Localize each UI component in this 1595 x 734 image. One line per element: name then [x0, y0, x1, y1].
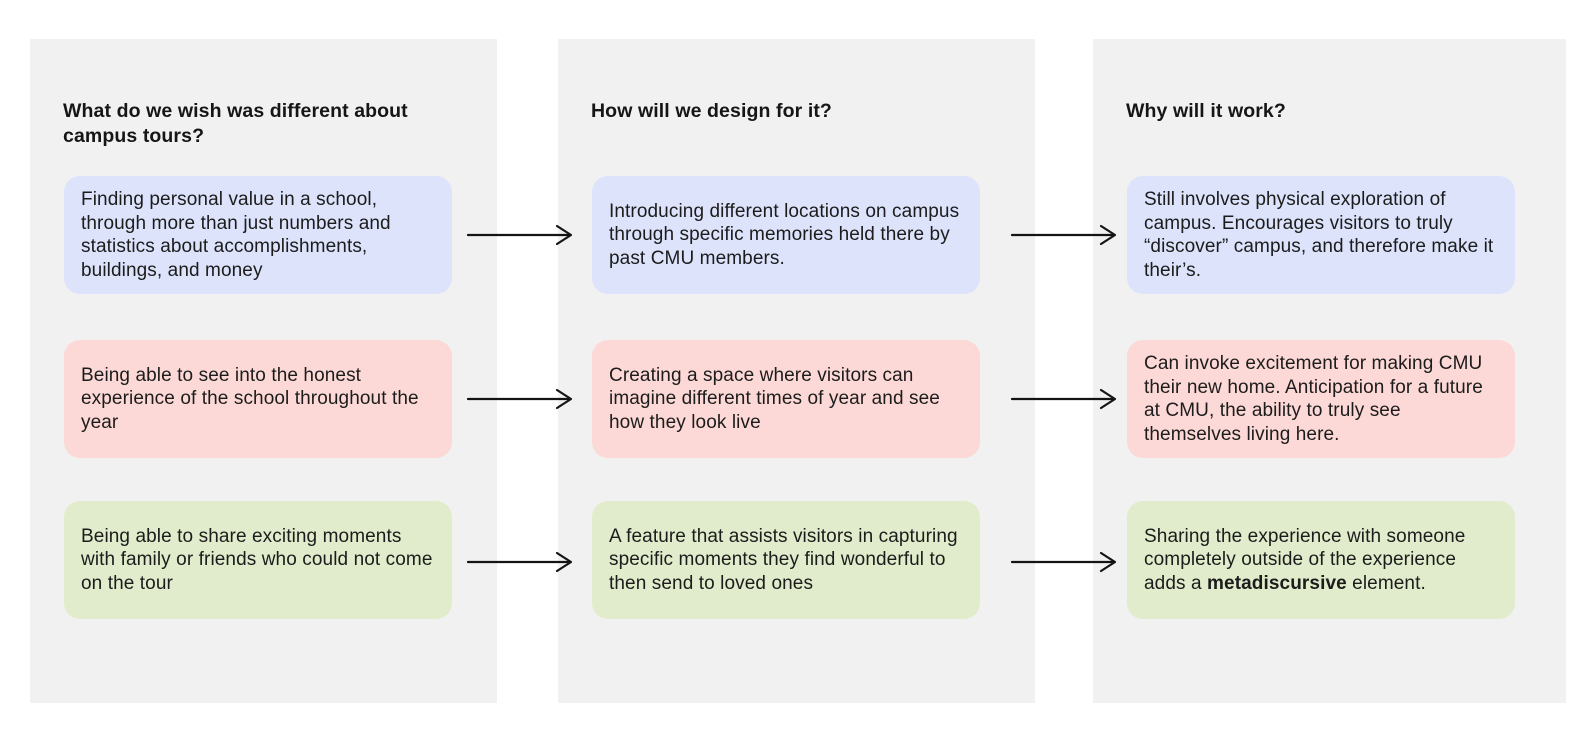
column-header-rationale: Why will it work?: [1126, 100, 1286, 123]
sticky-note-green[interactable]: Being able to share exciting moments wit…: [64, 501, 452, 619]
arrow-right-icon: [466, 551, 573, 573]
sticky-note-text: Being able to see into the honest experi…: [81, 364, 419, 433]
arrow-right-icon: [1010, 388, 1117, 410]
sticky-note-blue[interactable]: Still involves physical exploration of c…: [1127, 176, 1515, 294]
sticky-note-pink[interactable]: Creating a space where visitors can imag…: [592, 340, 980, 458]
column-design: How will we design for it? Introducing d…: [558, 39, 1035, 703]
sticky-note-text: A feature that assists visitors in captu…: [609, 525, 958, 594]
sticky-note-green[interactable]: Sharing the experience with someone comp…: [1127, 501, 1515, 619]
arrow-right-icon: [1010, 551, 1117, 573]
sticky-note-green[interactable]: A feature that assists visitors in captu…: [592, 501, 980, 619]
column-header-design: How will we design for it?: [591, 100, 832, 123]
sticky-note-text: Introducing different locations on campu…: [609, 200, 960, 269]
sticky-note-text: Still involves physical exploration of c…: [1144, 189, 1494, 281]
sticky-note-text: Finding personal value in a school, thro…: [81, 189, 391, 281]
column-wish-different: What do we wish was different about camp…: [30, 39, 497, 703]
sticky-note-text-suffix: element.: [1346, 572, 1426, 594]
connector-arrow[interactable]: [1010, 549, 1122, 575]
connector-arrow[interactable]: [466, 386, 578, 412]
sticky-note-text-bold: metadiscursive: [1207, 572, 1347, 594]
arrow-right-icon: [466, 388, 573, 410]
connector-arrow[interactable]: [1010, 386, 1122, 412]
connector-arrow[interactable]: [466, 222, 578, 248]
sticky-note-text: Sharing the experience with someone comp…: [1144, 525, 1497, 596]
sticky-note-blue[interactable]: Introducing different locations on campu…: [592, 176, 980, 294]
arrow-right-icon: [1010, 224, 1117, 246]
connector-arrow[interactable]: [1010, 222, 1122, 248]
sticky-note-text: Creating a space where visitors can imag…: [609, 364, 940, 433]
sticky-note-pink[interactable]: Being able to see into the honest experi…: [64, 340, 452, 458]
connector-arrow[interactable]: [466, 549, 578, 575]
column-header-wish-different: What do we wish was different about camp…: [63, 100, 408, 148]
sticky-note-text-prefix: Sharing the experience with someone comp…: [1144, 525, 1466, 594]
arrow-right-icon: [466, 224, 573, 246]
sticky-note-text: Being able to share exciting moments wit…: [81, 525, 433, 594]
sticky-note-pink[interactable]: Can invoke excitement for making CMU the…: [1127, 340, 1515, 458]
column-rationale: Why will it work? Still involves physica…: [1093, 39, 1566, 703]
sticky-note-blue[interactable]: Finding personal value in a school, thro…: [64, 176, 452, 294]
sticky-note-text: Can invoke excitement for making CMU the…: [1144, 353, 1483, 445]
